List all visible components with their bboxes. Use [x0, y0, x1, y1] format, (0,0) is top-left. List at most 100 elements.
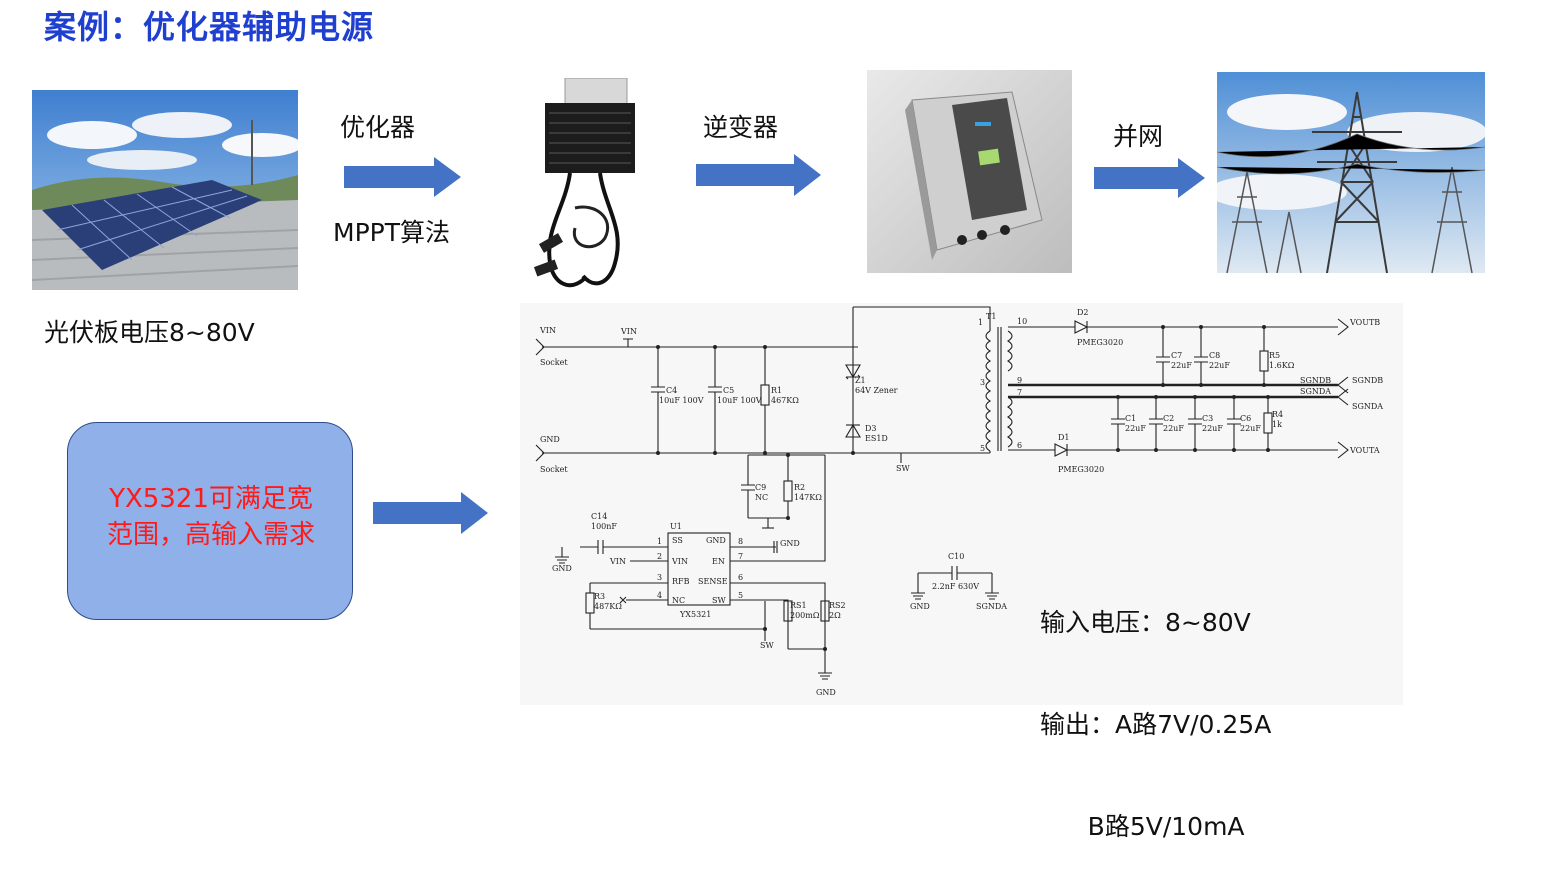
c7-value: 22uF	[1171, 361, 1192, 370]
power-grid-photo	[1217, 72, 1485, 273]
rs1-value: 200mΩ	[790, 611, 820, 620]
pin-num-1: 1	[657, 537, 662, 546]
c9-value: NC	[755, 493, 768, 502]
u1-label: U1	[670, 522, 682, 531]
pin-nc: NC	[672, 596, 685, 605]
d1-value: PMEG3020	[1058, 465, 1104, 474]
spec-text: 输入电压：8~80V 输出：A路7V/0.25A B路5V/10mA	[1040, 538, 1271, 878]
c6-label: C6	[1240, 414, 1251, 423]
r1-value: 467KΩ	[771, 396, 799, 405]
c9-label: C9	[755, 483, 766, 492]
c5-label: C5	[723, 386, 734, 395]
c2-label: C2	[1163, 414, 1174, 423]
t1-pin-3: 3	[980, 378, 985, 387]
mppt-label: MPPT算法	[333, 218, 450, 247]
d3-value: ES1D	[865, 434, 888, 443]
r2-value: 147KΩ	[794, 493, 822, 502]
t1-label: T1	[986, 312, 996, 321]
pv-voltage-caption: 光伏板电压8~80V	[44, 318, 255, 347]
pin-rfb: RFB	[672, 577, 690, 586]
d3-label: D3	[865, 424, 877, 433]
pin-vin: VIN	[671, 557, 688, 566]
page-title: 案例：优化器辅助电源	[44, 8, 375, 46]
c3-label: C3	[1202, 414, 1213, 423]
t1-pin-9: 9	[1017, 376, 1022, 385]
c8-value: 22uF	[1209, 361, 1230, 370]
t1-pin-5: 5	[980, 444, 985, 453]
spec-output-b: B路5V/10mA	[1040, 812, 1245, 841]
r3-value: 487KΩ	[594, 602, 622, 611]
r4-value: 1k	[1272, 420, 1282, 429]
c1-value: 22uF	[1125, 424, 1146, 433]
pin-en: EN	[712, 557, 725, 566]
spec-output-a: 输出：A路7V/0.25A	[1040, 710, 1272, 739]
gnd-tap-label: GND	[780, 539, 800, 548]
t1-pin-6: 6	[1017, 441, 1022, 450]
pin-sense: SENSE	[698, 577, 728, 586]
spec-input: 输入电压：8~80V	[1040, 608, 1251, 637]
c3-value: 22uF	[1202, 424, 1223, 433]
gnd-symbol-label: GND	[552, 564, 572, 573]
vin-socket-label: Socket	[540, 358, 568, 367]
c2-value: 22uF	[1163, 424, 1184, 433]
c4-value: 10uF 100V	[659, 396, 704, 405]
solar-panel-photo	[32, 90, 298, 290]
z1-label: Z1	[855, 376, 866, 385]
rs2-label: RS2	[829, 601, 846, 610]
callout-line-1: YX5321可满足宽	[109, 484, 313, 514]
sgnda-line-label: SGNDA	[1300, 387, 1331, 396]
r1-label: R1	[771, 386, 782, 395]
rs1-label: RS1	[790, 601, 807, 610]
sgndb-label: SGNDB	[1352, 376, 1383, 385]
c4-label: C4	[666, 386, 677, 395]
callout-line-2: 范围，高输入需求	[106, 520, 315, 550]
pin-gnd: GND	[706, 536, 726, 545]
r4-label: R4	[1272, 410, 1283, 419]
t1-pin-7: 7	[1017, 388, 1022, 397]
pin-num-5: 5	[738, 591, 743, 600]
c6-value: 22uF	[1240, 424, 1261, 433]
pin-num-4: 4	[657, 591, 662, 600]
flow-arrow-3	[1094, 158, 1205, 198]
pin-num-6: 6	[738, 573, 743, 582]
c10-sgnda-label: SGNDA	[976, 602, 1007, 611]
pin-num-3: 3	[657, 573, 662, 582]
optimizer-photo	[525, 78, 640, 303]
gnd-net-label: GND	[540, 435, 560, 444]
u1-part: YX5321	[679, 610, 711, 619]
optimizer-label: 优化器	[340, 113, 416, 142]
pin-sw: SW	[712, 596, 726, 605]
vin-net-label: VIN	[539, 326, 556, 335]
r3-label: R3	[594, 592, 605, 601]
vin-pin-net: VIN	[609, 557, 626, 566]
inverter-label: 逆变器	[703, 113, 779, 142]
gnd-bottom-label: GND	[816, 688, 836, 697]
d2-value: PMEG3020	[1077, 338, 1123, 347]
callout-arrow	[373, 492, 488, 534]
callout-text: YX5321可满足宽 范围，高输入需求	[68, 481, 354, 553]
c14-label: C14	[591, 512, 607, 521]
d1-label: D1	[1058, 433, 1070, 442]
yx5321-callout: YX5321可满足宽 范围，高输入需求	[67, 422, 353, 620]
c5-value: 10uF 100V	[717, 396, 762, 405]
t1-pin-1: 1	[978, 318, 983, 327]
c10-label: C10	[948, 552, 964, 561]
c8-label: C8	[1209, 351, 1220, 360]
circuit-schematic: VIN Socket VIN GND Socket C4 10uF 100V C…	[520, 303, 1403, 705]
c7-label: C7	[1171, 351, 1182, 360]
r2-label: R2	[794, 483, 805, 492]
c1-label: C1	[1125, 414, 1136, 423]
pin-num-2: 2	[657, 552, 662, 561]
pin-num-8: 8	[738, 537, 743, 546]
flow-arrow-1	[344, 157, 461, 197]
vouta-label: VOUTA	[1349, 446, 1380, 455]
c14-value: 100nF	[591, 522, 617, 531]
vin-tap-label: VIN	[620, 327, 637, 336]
rs2-value: 2Ω	[829, 611, 841, 620]
sw-net-label: SW	[896, 464, 910, 473]
pin-ss: SS	[672, 536, 683, 545]
voutb-label: VOUTB	[1349, 318, 1380, 327]
r5-label: R5	[1269, 351, 1280, 360]
sgndb-line-label: SGNDB	[1300, 376, 1331, 385]
r5-value: 1.6KΩ	[1269, 361, 1295, 370]
